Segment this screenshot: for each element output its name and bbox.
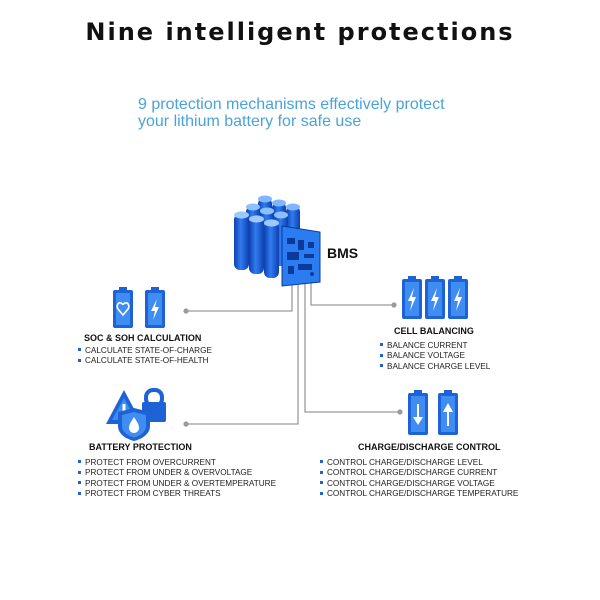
page-title: Nine intelligent protections (85, 18, 515, 46)
discharge-arrow-battery-icon (408, 390, 428, 435)
list-item: BALANCE CHARGE LEVEL (380, 362, 490, 372)
list-item: CONTROL CHARGE/DISCHARGE CURRENT (320, 468, 518, 478)
soc-icons (113, 287, 165, 328)
list-item: BALANCE CURRENT (380, 341, 490, 351)
list-item: PROTECT FROM CYBER THREATS (78, 489, 276, 499)
soc-heading: SOC & SOH CALCULATION (84, 333, 202, 343)
connector-battery-protection (186, 283, 299, 425)
battery-protection-list: PROTECT FROM OVERCURRENT PROTECT FROM UN… (78, 458, 276, 500)
list-item: BALANCE VOLTAGE (380, 351, 490, 361)
charge-discharge-icons (408, 390, 458, 435)
charge-discharge-list: CONTROL CHARGE/DISCHARGE LEVEL CONTROL C… (320, 458, 518, 500)
connector-soc (186, 283, 293, 312)
cell-balancing-icons (402, 276, 468, 319)
bolt-battery-icon (145, 287, 165, 328)
list-item: CONTROL CHARGE/DISCHARGE VOLTAGE (320, 479, 518, 489)
list-item: CALCULATE STATE-OF-CHARGE (78, 346, 212, 356)
battery-protection-heading: BATTERY PROTECTION (89, 442, 192, 452)
subtitle-line-2: your lithium battery for safe use (138, 113, 362, 130)
cell-balancing-heading: CELL BALANCING (394, 326, 474, 336)
charge-arrow-battery-icon (438, 390, 458, 435)
list-item: CONTROL CHARGE/DISCHARGE LEVEL (320, 458, 518, 468)
subtitle: 9 protection mechanisms effectively prot… (138, 96, 498, 130)
list-item: CALCULATE STATE-OF-HEALTH (78, 356, 212, 366)
bolt-battery-icon (402, 276, 422, 319)
list-item: PROTECT FROM UNDER & OVERVOLTAGE (78, 468, 276, 478)
bolt-battery-icon (448, 276, 468, 319)
cell-balancing-list: BALANCE CURRENT BALANCE VOLTAGE BALANCE … (380, 341, 490, 372)
bms-battery-pack-icon (234, 195, 321, 287)
soc-list: CALCULATE STATE-OF-CHARGE CALCULATE STAT… (78, 346, 212, 367)
subtitle-line-1: 9 protection mechanisms effectively prot… (138, 96, 445, 113)
charge-discharge-heading: CHARGE/DISCHARGE CONTROL (358, 442, 501, 452)
warning-shield-lock-icon (106, 388, 166, 441)
list-item: CONTROL CHARGE/DISCHARGE TEMPERATURE (320, 489, 518, 499)
bms-label: BMS (327, 245, 359, 261)
heart-battery-icon (113, 287, 133, 328)
bolt-battery-icon (425, 276, 445, 319)
list-item: PROTECT FROM UNDER & OVERTEMPERATURE (78, 479, 276, 489)
connector-cell-balancing (310, 283, 394, 306)
connector-charge-discharge (304, 283, 400, 413)
list-item: PROTECT FROM OVERCURRENT (78, 458, 276, 468)
